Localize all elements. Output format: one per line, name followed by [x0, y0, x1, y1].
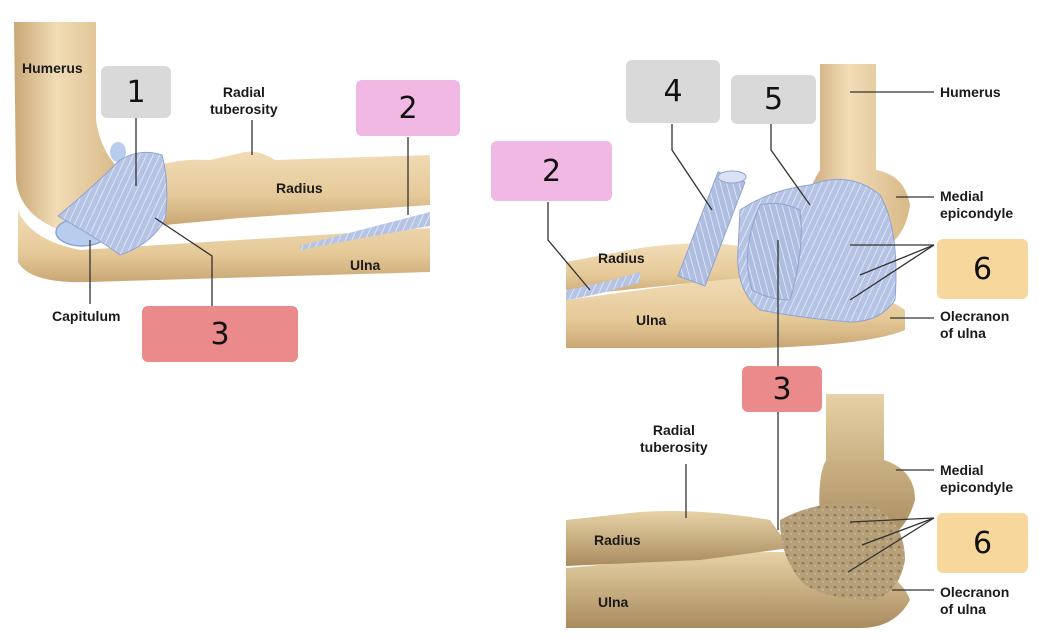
radius-bone: [566, 511, 790, 566]
radius-bone: [147, 151, 430, 225]
cartilage-shape: [110, 142, 126, 162]
label-ulna-medial: Ulna: [636, 312, 667, 328]
answer-box-6-bone[interactable]: 6: [937, 513, 1028, 573]
interosseous-membrane-shape: [300, 212, 430, 250]
label-radius-medial: Radius: [598, 250, 645, 266]
label-humerus: Humerus: [22, 60, 83, 76]
bone-view-illustration: [566, 394, 935, 628]
answer-box-3[interactable]: 3: [142, 306, 298, 362]
answer-box-5[interactable]: 5: [731, 75, 816, 124]
answer-box-2-medial[interactable]: 2: [491, 141, 612, 201]
label-medial-epicondyle: Medial epicondyle: [940, 188, 1014, 221]
interosseous-membrane-shape: [566, 272, 640, 300]
joint-capsule-shape: [747, 202, 802, 301]
annular-ligament-top: [717, 170, 747, 184]
label-radius-bone: Radius: [594, 532, 641, 548]
label-capitulum: Capitulum: [52, 308, 121, 324]
humerus-bone: [14, 22, 120, 230]
label-medial-epicondyle-bone: Medial epicondyle: [940, 462, 1014, 495]
answer-box-3-bone[interactable]: 3: [742, 366, 822, 412]
answer-box-2[interactable]: 2: [356, 80, 460, 136]
lateral-leader-lines: [89, 118, 409, 306]
label-radial-tuberosity: Radial tuberosity: [210, 84, 278, 117]
ulna-bone: [18, 210, 430, 283]
label-ulna-bone: Ulna: [598, 594, 629, 610]
label-olecranon: Olecranon of ulna: [940, 308, 1010, 341]
medial-view-illustration: [547, 64, 935, 368]
medial-leader-lines: [547, 91, 935, 368]
joint-surface-shape: [780, 503, 905, 600]
answer-box-6[interactable]: 6: [937, 239, 1028, 299]
lateral-ligament-shape: [57, 151, 168, 256]
bone-leader-lines: [685, 412, 935, 591]
label-humerus-medial: Humerus: [940, 84, 1001, 100]
label-ulna: Ulna: [350, 257, 381, 273]
answer-box-1[interactable]: 1: [101, 66, 171, 118]
label-radius: Radius: [276, 180, 323, 196]
lateral-view-illustration: [14, 22, 430, 306]
label-olecranon-bone: Olecranon of ulna: [940, 584, 1010, 617]
label-radial-tuberosity-bone: Radial tuberosity: [640, 422, 708, 455]
answer-box-4[interactable]: 4: [626, 60, 720, 123]
